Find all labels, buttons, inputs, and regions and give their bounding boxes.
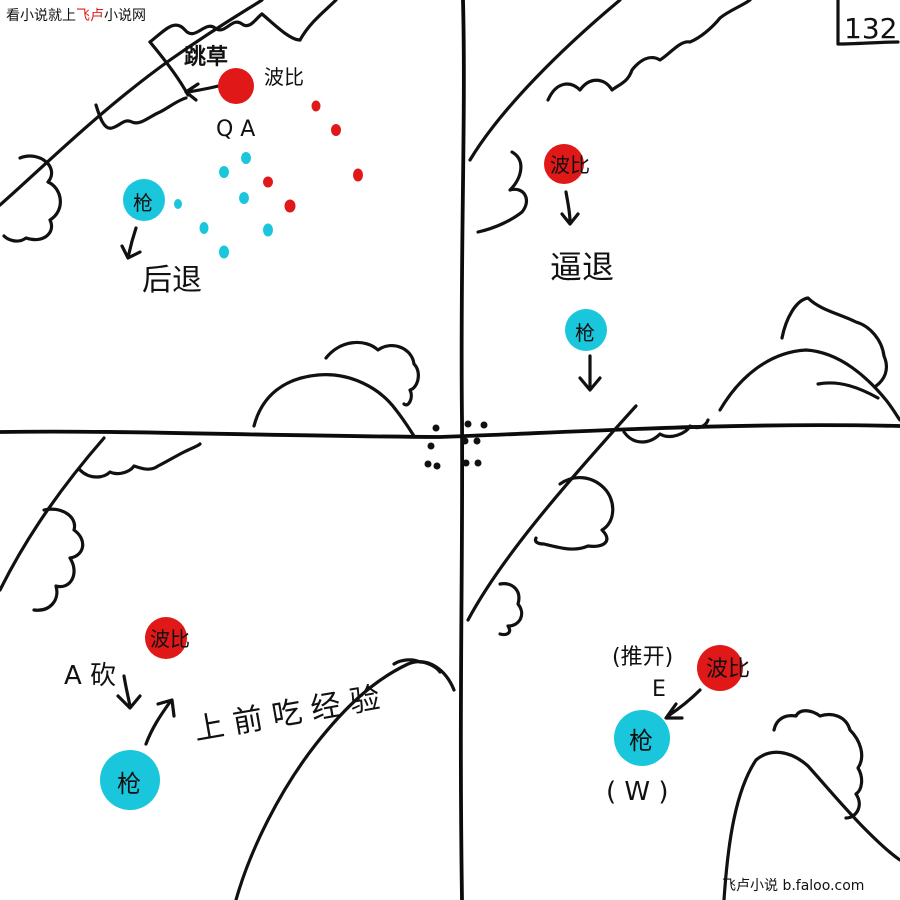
cyan-unit-label: 枪 — [117, 770, 141, 798]
wall-line — [466, 404, 638, 622]
cyan-unit-marker — [123, 179, 165, 221]
jump-text: 跳草 — [184, 44, 228, 70]
push-arrow — [664, 688, 702, 720]
panel-top-left: 波比 跳草 Q A 枪 后退 — [0, 0, 363, 298]
cyan-unit-marker — [614, 710, 670, 766]
a-skill-text: A 砍 — [64, 661, 116, 691]
red-unit-marker — [544, 144, 584, 184]
watermark-top: 看小说就上飞卢小说网 — [6, 8, 146, 24]
hill-outline — [722, 750, 900, 900]
panel-bottom-left: 波比 A 砍 枪 上 前 吃 经 验 — [0, 436, 456, 900]
brush-outline — [546, 0, 752, 102]
bush-outline — [476, 150, 528, 234]
advance-arrow — [144, 698, 176, 746]
cyan-unit-marker — [100, 750, 160, 810]
lane-line — [816, 381, 880, 400]
force-retreat-text: 逼退 — [550, 248, 614, 286]
cyan-unit-label: 枪 — [575, 321, 595, 345]
bush-outline — [32, 507, 85, 612]
attack-arrow — [116, 674, 142, 710]
brush-bottom-wave — [94, 96, 188, 130]
push-away-text: (推开) — [612, 645, 673, 670]
panel-bottom-right: 波比 (推开) E 枪 ( W ) — [466, 404, 900, 900]
wall-line — [468, 0, 622, 162]
upper-lane-text: 上 前 吃 经 验 — [191, 681, 382, 748]
watermark-top-highlight: 飞卢 — [76, 8, 104, 24]
page-number-box: 132 — [836, 0, 900, 46]
panel-top-right: 波比 逼退 枪 — [468, 0, 900, 422]
cyan-unit-label: 枪 — [629, 727, 653, 755]
retreat-arrow — [578, 354, 602, 392]
bush-outline — [533, 476, 615, 551]
retreat-text: 后退 — [142, 263, 202, 298]
horizontal-divider — [0, 423, 900, 439]
cyan-unit-label: 枪 — [133, 191, 153, 215]
brush-outline — [78, 442, 202, 479]
river-bush — [252, 340, 420, 438]
brush-outline — [622, 418, 710, 444]
bush-outline — [2, 154, 62, 243]
brush-outline — [298, 0, 338, 42]
w-skill-text: ( W ) — [606, 777, 669, 807]
watermark-bottom: 飞卢小说 b.faloo.com — [722, 878, 864, 894]
red-unit-marker — [697, 645, 743, 691]
cyan-unit-marker — [565, 309, 607, 351]
skill-text: Q A — [216, 117, 255, 142]
vertical-divider — [458, 0, 466, 900]
red-minions — [263, 100, 363, 213]
red-unit-marker — [145, 617, 187, 659]
hill-outline — [718, 348, 900, 422]
red-unit-label: 波比 — [706, 657, 750, 682]
red-unit-label: 波比 — [264, 65, 304, 89]
watermark-top-part3: 小说网 — [104, 8, 146, 24]
red-unit-marker — [218, 68, 254, 104]
wall-line — [0, 436, 106, 592]
cyan-minions — [174, 152, 273, 259]
red-unit-label: 波比 — [150, 627, 190, 651]
bush-outline — [498, 582, 524, 637]
brush-outline — [260, 12, 302, 42]
bush-outline — [780, 296, 889, 388]
retreat-arrow — [120, 226, 142, 260]
brush-outline — [148, 12, 264, 44]
push-arrow — [560, 190, 580, 226]
e-skill-text: E — [652, 677, 666, 702]
center-dots — [424, 420, 488, 470]
page-number: 132 — [844, 12, 897, 45]
wall-line — [0, 0, 264, 207]
red-unit-label: 波比 — [550, 153, 590, 177]
hill-outline — [392, 658, 442, 674]
watermark-top-part1: 看小说就上 — [6, 8, 76, 24]
bush-outline — [772, 709, 864, 820]
